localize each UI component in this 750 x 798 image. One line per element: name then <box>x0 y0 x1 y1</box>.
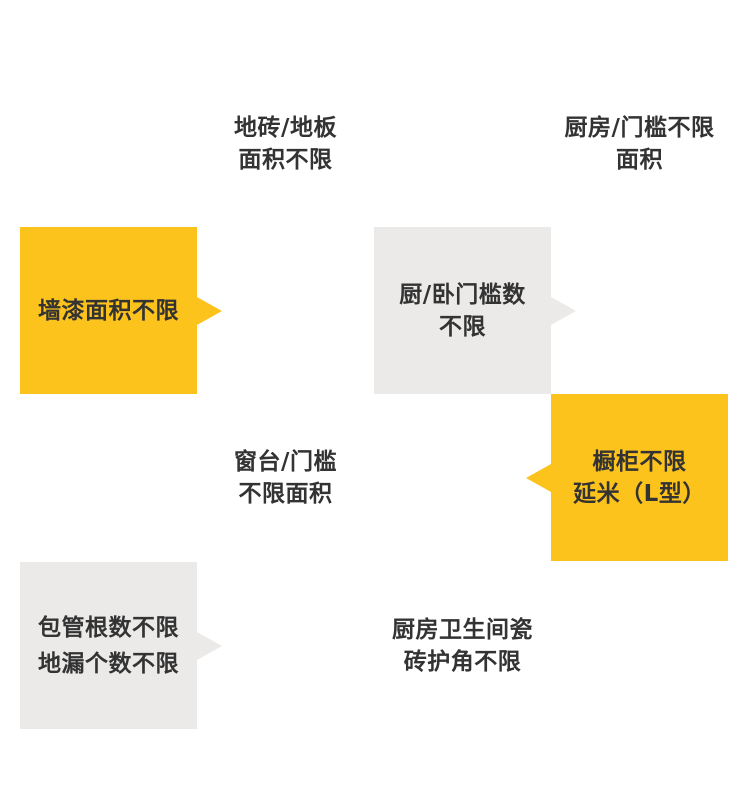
cabinet-line-2: 延米（L型） <box>573 480 706 507</box>
window-sill-text: 窗台/门槛 不限面积 <box>234 446 337 510</box>
floor-tile-line-1: 地砖/地板 <box>234 114 337 141</box>
door-stone-box: 厨/卧门槛数 不限 <box>374 227 576 394</box>
kitchen-threshold-cell: 厨房/门槛不限 面积 <box>551 60 728 227</box>
window-sill-line-1: 窗台/门槛 <box>234 448 337 475</box>
floor-tile-line-2: 面积不限 <box>238 146 333 173</box>
floor-tile-text: 地砖/地板 面积不限 <box>234 112 337 176</box>
wall-paint-box: 墙漆面积不限 <box>20 227 222 394</box>
pipe-drain-box: 包管根数不限 地漏个数不限 <box>20 562 222 729</box>
door-stone-line-2: 不限 <box>439 313 486 340</box>
tile-corner-line-1: 厨房卫生间瓷 <box>392 616 533 643</box>
cabinet-box: 橱柜不限 延米（L型） <box>526 394 728 561</box>
window-sill-line-2: 不限面积 <box>238 480 333 507</box>
door-stone-line-1: 厨/卧门槛数 <box>399 281 526 308</box>
wall-paint-text: 墙漆面积不限 <box>38 295 179 327</box>
tile-corner-cell: 厨房卫生间瓷 砖护角不限 <box>374 562 551 729</box>
kitchen-threshold-line-1: 厨房/门槛不限 <box>564 114 715 141</box>
window-sill-cell: 窗台/门槛 不限面积 <box>197 394 374 561</box>
pipe-drain-line-1: 包管根数不限 <box>38 614 179 641</box>
kitchen-threshold-text: 厨房/门槛不限 面积 <box>565 112 715 176</box>
tile-corner-text: 厨房卫生间瓷 砖护角不限 <box>392 614 533 678</box>
tile-corner-line-2: 砖护角不限 <box>403 648 522 675</box>
pipe-drain-text: 包管根数不限 地漏个数不限 <box>38 610 179 682</box>
door-stone-text: 厨/卧门槛数 不限 <box>399 279 525 343</box>
cabinet-text: 橱柜不限 延米（L型） <box>573 446 706 510</box>
wall-paint-line-1: 墙漆面积不限 <box>38 297 179 324</box>
pipe-drain-line-2: 地漏个数不限 <box>38 650 179 677</box>
floor-tile-cell: 地砖/地板 面积不限 <box>197 60 374 227</box>
kitchen-threshold-line-2: 面积 <box>616 146 663 173</box>
cabinet-line-1: 橱柜不限 <box>592 448 687 475</box>
